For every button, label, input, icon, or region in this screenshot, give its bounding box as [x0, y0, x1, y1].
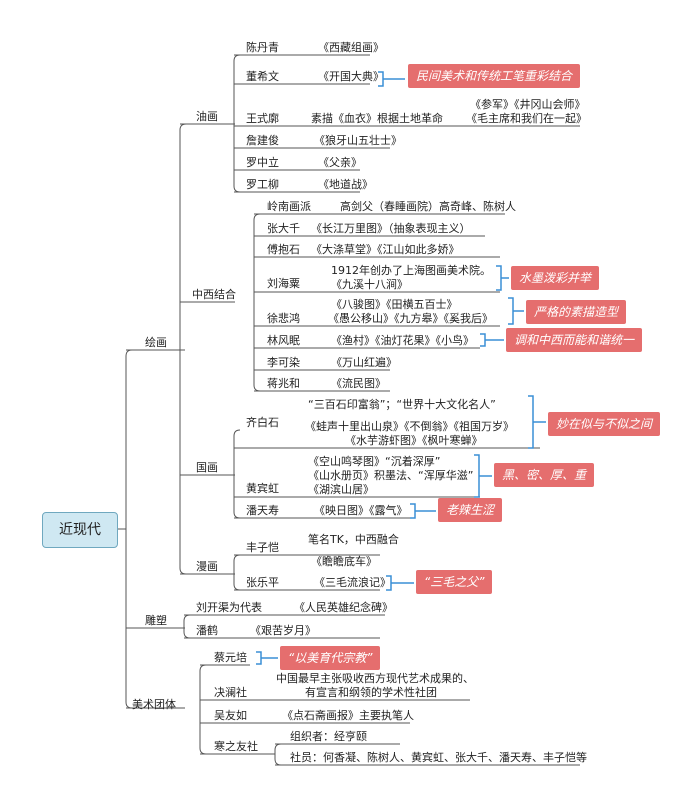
works-text: “三百石印富翁”；“世界十大文化名人” [308, 398, 496, 411]
works-text: 《流民图》 [331, 377, 386, 390]
artist-node[interactable]: 王式廓 [246, 112, 279, 125]
artist-node[interactable]: 丰子恺 [246, 541, 279, 554]
works-text: 《人民英雄纪念碑》 [294, 601, 393, 614]
artist-node[interactable]: 刘开渠为代表 [196, 601, 262, 614]
artist-node[interactable]: 张大千 [267, 222, 300, 235]
artist-node[interactable]: 潘鹤 [196, 624, 218, 637]
category-sculpture[interactable]: 雕塑 [145, 614, 167, 627]
works-text: 《地道战》 [318, 178, 373, 191]
works-text: 《愚公移山》《九方皋》《奚我后》 [328, 312, 493, 325]
artist-node[interactable]: 黄宾虹 [246, 482, 279, 495]
artist-node[interactable]: 傅抱石 [267, 243, 300, 256]
bracket-qi [528, 395, 546, 449]
group-guohua[interactable]: 国画 [196, 461, 218, 474]
callout-liu-haisu: 水墨泼彩并举 [511, 266, 600, 290]
bracket-liu [496, 265, 509, 291]
artist-node[interactable]: 罗工柳 [246, 178, 279, 191]
works-text: 《毛主席和我们在一起》 [466, 112, 587, 125]
works-text: 《狼牙山五壮士》 [314, 134, 402, 147]
group-node[interactable]: 蔡元培 [214, 651, 247, 664]
bracket-dong [378, 71, 405, 87]
group-manhua[interactable]: 漫画 [196, 560, 218, 573]
works-text: 《大涤草堂》《江山如此多娇》 [311, 243, 460, 256]
root-node[interactable]: 近现代 [42, 512, 118, 548]
category-painting[interactable]: 绘画 [145, 336, 167, 349]
artist-node[interactable]: 林风眠 [267, 334, 300, 347]
works-text: 《蛙声十里出山泉》《不倒翁》《祖国万岁》 [305, 420, 514, 433]
spine-line [253, 213, 261, 392]
artist-node[interactable]: 李可染 [267, 356, 300, 369]
works-text: 1912年创办了上海图画美术院。 [331, 264, 491, 277]
works-text: 《万山红遍》 [331, 356, 397, 369]
works-text: 《湖滨山居》 [308, 483, 374, 496]
spine-line [183, 614, 191, 639]
works-text: 《水芋游虾图》《枫叶寒蝉》 [345, 434, 483, 447]
artist-node[interactable]: 潘天寿 [246, 504, 279, 517]
callout-pan-tianshou: 老辣生涩 [438, 498, 503, 522]
artist-node[interactable]: 蒋兆和 [267, 377, 300, 390]
group-oil[interactable]: 油画 [196, 110, 218, 123]
works-text: 素描《血衣》根据土地革命 [311, 112, 443, 125]
callout-lin-fengmian: 调和中西而能和谐统一 [506, 328, 643, 352]
artist-node[interactable]: 岭南画派 [267, 200, 311, 213]
works-text: 笔名TK，中西融合 [308, 533, 399, 546]
callout-xu-beihong: 严格的素描造型 [526, 300, 627, 324]
spine-line [199, 664, 207, 755]
artist-node[interactable]: 齐白石 [246, 416, 279, 429]
category-art-groups[interactable]: 美术团体 [132, 698, 176, 711]
callout-dong-xiwen: 民间美术和传统工笔重彩结合 [408, 64, 581, 88]
bracket-huang [474, 454, 492, 498]
group-sino-western[interactable]: 中西结合 [192, 288, 236, 301]
bracket-lin [480, 333, 504, 347]
spine-line [233, 54, 241, 193]
works-text: 《父亲》 [318, 156, 362, 169]
works-text: 《八骏图》《田横五百士》 [331, 298, 458, 311]
artist-node[interactable]: 董希文 [246, 70, 279, 83]
group-node[interactable]: 决澜社 [214, 686, 247, 699]
works-text: 中国最早主张吸收西方现代艺术成果的、 [276, 672, 474, 685]
works-text: 高剑父（春睡画院）高奇峰、陈树人 [340, 200, 516, 213]
works-text: 《瞻瞻底车》 [311, 555, 377, 568]
spine-line [233, 429, 241, 519]
works-text: 组织者：经亨颐 [290, 730, 367, 743]
artist-node[interactable]: 詹建俊 [246, 134, 279, 147]
works-text: 《山水册页》积墨法、“浑厚华滋” [308, 469, 474, 482]
group-node[interactable]: 吴友如 [214, 709, 247, 722]
works-text: 有宣言和纲领的学术性社团 [305, 686, 437, 699]
works-text: 《三毛流浪记》 [314, 576, 391, 589]
artist-node[interactable]: 罗中立 [246, 156, 279, 169]
works-text: 《映日图》《露气》 [314, 504, 408, 517]
bracket-cai [256, 651, 278, 665]
callout-qi-baishi: 妙在似与不似之间 [548, 412, 661, 436]
artist-node[interactable]: 刘海粟 [267, 277, 300, 290]
artist-node[interactable]: 陈丹青 [246, 41, 279, 54]
group-node[interactable]: 寒之友社 [214, 740, 258, 753]
artist-node[interactable]: 张乐平 [246, 576, 279, 589]
works-text: 《点石斋画报》主要执笔人 [282, 709, 414, 722]
bracket-pan [410, 503, 436, 519]
spine-line [233, 554, 241, 591]
works-text: 《参军》《井冈山会师》 [470, 98, 586, 111]
works-text: 《渔村》《油灯花果》《小鸟》 [331, 334, 474, 347]
bracket-xu [508, 297, 524, 325]
spine-line [274, 743, 282, 766]
artist-node[interactable]: 徐悲鸿 [267, 312, 300, 325]
callout-cai-yuanpei: “以美育代宗教” [280, 646, 381, 670]
bracket-zhang [386, 575, 414, 591]
spine-line [125, 349, 133, 709]
spine-line [179, 123, 187, 575]
works-text: 《开国大典》 [318, 70, 384, 83]
works-text: 《空山鸣琴图》“沉着深厚” [308, 455, 441, 468]
callout-zhang-leping: “三毛之父” [416, 570, 493, 594]
works-text: 《西藏组画》 [318, 41, 384, 54]
works-text: 《长江万里图》（抽象表现主义） [311, 222, 471, 235]
works-text: 社员：何香凝、陈树人、黄宾虹、张大千、潘天寿、丰子恺等 [290, 751, 587, 764]
works-text: 《艰苦岁月》 [250, 624, 316, 637]
works-text: 《九溪十八涧》 [331, 278, 408, 291]
callout-huang-binhong: 黑、密、厚、重 [494, 463, 595, 487]
